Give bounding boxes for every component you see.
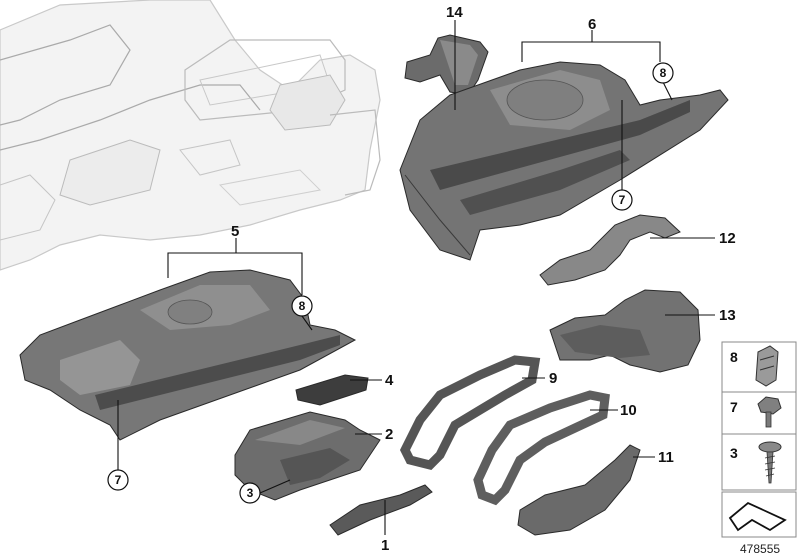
callout-circle-8-upper: 8 (652, 62, 674, 84)
part-2-storage-box (234, 411, 381, 501)
callout-10: 10 (620, 402, 637, 419)
screw-icon (758, 441, 782, 484)
part-10-trim-frame (473, 390, 610, 506)
dashboard-outline (0, 0, 381, 271)
part-12-column-cover-upper (539, 214, 681, 286)
legend-label-3: 3 (730, 445, 738, 461)
part-4-switch-panel (295, 374, 369, 406)
fastener-legend: 8 7 3 (721, 341, 797, 538)
callout-3: 3 (247, 486, 254, 500)
callout-14: 14 (446, 4, 463, 21)
callout-1: 1 (381, 537, 389, 554)
callout-5: 5 (231, 223, 239, 240)
callout-11: 11 (658, 449, 674, 466)
callout-circle-7-upper: 7 (611, 189, 633, 211)
bolt-icon (757, 396, 782, 428)
legend-label-7: 7 (730, 399, 738, 415)
clip-icon (755, 345, 779, 387)
diagram-id: 478555 (740, 542, 780, 556)
callout-7-lower: 7 (115, 473, 122, 487)
part-1-trim-strip (329, 484, 433, 536)
leader-lines (117, 20, 715, 535)
callout-13: 13 (719, 307, 736, 324)
callout-9: 9 (549, 370, 557, 387)
part-11-trim-cover (517, 444, 641, 536)
part-13-column-cover-lower (549, 289, 701, 373)
part-14-cover (404, 34, 489, 96)
callout-6: 6 (588, 16, 596, 33)
part-set-arrow-icon (728, 501, 787, 532)
part-5-lower-trim-panel (19, 269, 357, 441)
callout-8-upper: 8 (660, 66, 667, 80)
callout-circle-8-lower: 8 (291, 295, 313, 317)
part-6-lower-trim-panel (399, 61, 729, 261)
callout-12: 12 (719, 230, 736, 247)
legend-label-8: 8 (730, 349, 738, 365)
part-9-trim-frame (399, 355, 541, 470)
callout-circle-7-lower: 7 (107, 469, 129, 491)
callout-2: 2 (385, 426, 393, 443)
callout-circle-3: 3 (239, 482, 261, 504)
callout-4: 4 (385, 372, 394, 389)
callout-8-lower: 8 (299, 299, 306, 313)
callout-7-upper: 7 (619, 193, 626, 207)
